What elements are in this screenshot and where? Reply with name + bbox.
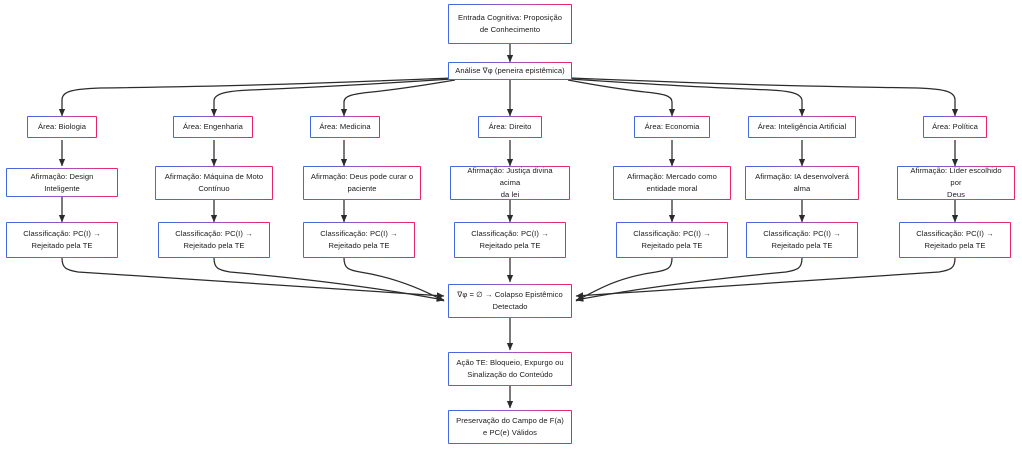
node-classificacao-direito[interactable]: Classificação: PC(I) → Rejeitado pela TE [454,222,566,258]
node-area-economia-label: Área: Economia [644,122,700,132]
node-colapso-epistemico[interactable]: ∇φ = ∅ → Colapso Epistêmico Detectado [448,284,572,318]
node-area-biologia-label: Área: Biologia [38,122,86,132]
node-afirmacao-engenharia-label: Afirmação: Máquina de Moto Contínuo [164,172,264,193]
node-colapso-epistemico-label: ∇φ = ∅ → Colapso Epistêmico Detectado [457,290,563,311]
node-area-engenharia-label: Área: Engenharia [183,122,243,132]
node-afirmacao-politica[interactable]: Afirmação: Líder escolhido por Deus [897,166,1015,200]
node-area-politica[interactable]: Área: Política [923,116,987,138]
node-afirmacao-direito-label: Afirmação: Justiça divina acima da lei [467,166,553,199]
node-classificacao-economia-label: Classificação: PC(I) → Rejeitado pela TE [633,229,711,250]
node-afirmacao-economia[interactable]: Afirmação: Mercado como entidade moral [613,166,731,200]
node-classificacao-medicina[interactable]: Classificação: PC(I) → Rejeitado pela TE [303,222,415,258]
node-classificacao-medicina-label: Classificação: PC(I) → Rejeitado pela TE [320,229,398,250]
node-entrada-cognitiva-label: Entrada Cognitiva: Proposição de Conheci… [457,13,563,34]
node-afirmacao-biologia-label: Afirmação: Design Inteligente [30,171,94,193]
node-acao-te[interactable]: Ação TE: Bloqueio, Expurgo ou Sinalizaçã… [448,352,572,386]
node-area-engenharia[interactable]: Área: Engenharia [173,116,253,138]
node-classificacao-politica-label: Classificação: PC(I) → Rejeitado pela TE [916,229,994,250]
node-afirmacao-medicina-label: Afirmação: Deus pode curar o paciente [310,172,414,193]
node-area-direito-label: Área: Direito [488,122,532,132]
node-classificacao-engenharia-label: Classificação: PC(I) → Rejeitado pela TE [175,229,253,250]
node-classificacao-biologia-label: Classificação: PC(I) → Rejeitado pela TE [23,229,101,250]
node-area-inteligencia-artificial[interactable]: Área: Inteligência Artificial [748,116,856,138]
node-area-politica-label: Área: Política [932,122,978,132]
node-afirmacao-economia-label: Afirmação: Mercado como entidade moral [627,172,717,193]
node-classificacao-biologia[interactable]: Classificação: PC(I) → Rejeitado pela TE [6,222,118,258]
node-afirmacao-inteligencia-artificial[interactable]: Afirmação: IA desenvolverá alma [745,166,859,200]
node-classificacao-direito-label: Classificação: PC(I) → Rejeitado pela TE [471,229,549,250]
node-afirmacao-medicina[interactable]: Afirmação: Deus pode curar o paciente [303,166,421,200]
node-afirmacao-engenharia[interactable]: Afirmação: Máquina de Moto Contínuo [155,166,273,200]
node-area-direito[interactable]: Área: Direito [478,116,542,138]
node-classificacao-inteligencia-artificial-label: Classificação: PC(I) → Rejeitado pela TE [763,229,841,250]
node-analise-peneira-label: Análise ∇φ (peneira epistêmica) [455,66,565,76]
node-area-inteligencia-artificial-label: Área: Inteligência Artificial [757,122,847,132]
node-area-biologia[interactable]: Área: Biologia [27,116,97,138]
node-classificacao-inteligencia-artificial[interactable]: Classificação: PC(I) → Rejeitado pela TE [746,222,858,258]
node-classificacao-politica[interactable]: Classificação: PC(I) → Rejeitado pela TE [899,222,1011,258]
node-preservacao-campo[interactable]: Preservação do Campo de F(a) e PC(e) Vál… [448,410,572,444]
node-afirmacao-direito[interactable]: Afirmação: Justiça divina acima da lei [450,166,570,200]
node-acao-te-label: Ação TE: Bloqueio, Expurgo ou Sinalizaçã… [456,358,564,379]
node-afirmacao-inteligencia-artificial-label: Afirmação: IA desenvolverá alma [755,172,849,193]
node-area-economia[interactable]: Área: Economia [634,116,710,138]
node-classificacao-economia[interactable]: Classificação: PC(I) → Rejeitado pela TE [616,222,728,258]
node-area-medicina[interactable]: Área: Medicina [310,116,380,138]
node-afirmacao-politica-label: Afirmação: Líder escolhido por Deus [910,166,1002,199]
node-area-medicina-label: Área: Medicina [319,122,371,132]
node-afirmacao-biologia[interactable]: Afirmação: Design Inteligente [6,168,118,197]
node-preservacao-campo-label: Preservação do Campo de F(a) e PC(e) Vál… [456,416,564,437]
node-classificacao-engenharia[interactable]: Classificação: PC(I) → Rejeitado pela TE [158,222,270,258]
node-entrada-cognitiva[interactable]: Entrada Cognitiva: Proposição de Conheci… [448,4,572,44]
node-analise-peneira[interactable]: Análise ∇φ (peneira epistêmica) [448,62,572,80]
